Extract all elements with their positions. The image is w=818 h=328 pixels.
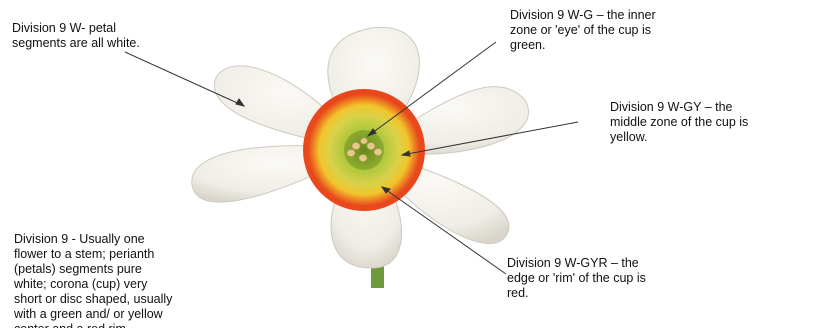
annotation-petals: Division 9 W- petal segments are all whi… [12, 21, 242, 51]
stamen [352, 143, 360, 150]
stamen [374, 149, 382, 156]
annotation-division-description: Division 9 - Usually one flower to a ste… [14, 232, 284, 328]
annotation-cup-middle: Division 9 W-GY – the middle zone of the… [610, 100, 810, 145]
stamen [367, 143, 375, 150]
annotation-cup-eye: Division 9 W-G – the inner zone or 'eye'… [510, 8, 760, 53]
stamen [359, 155, 367, 162]
annotation-cup-rim: Division 9 W-GYR – the edge or 'rim' of … [507, 256, 717, 301]
stamen [347, 150, 355, 157]
stamen [361, 138, 368, 144]
